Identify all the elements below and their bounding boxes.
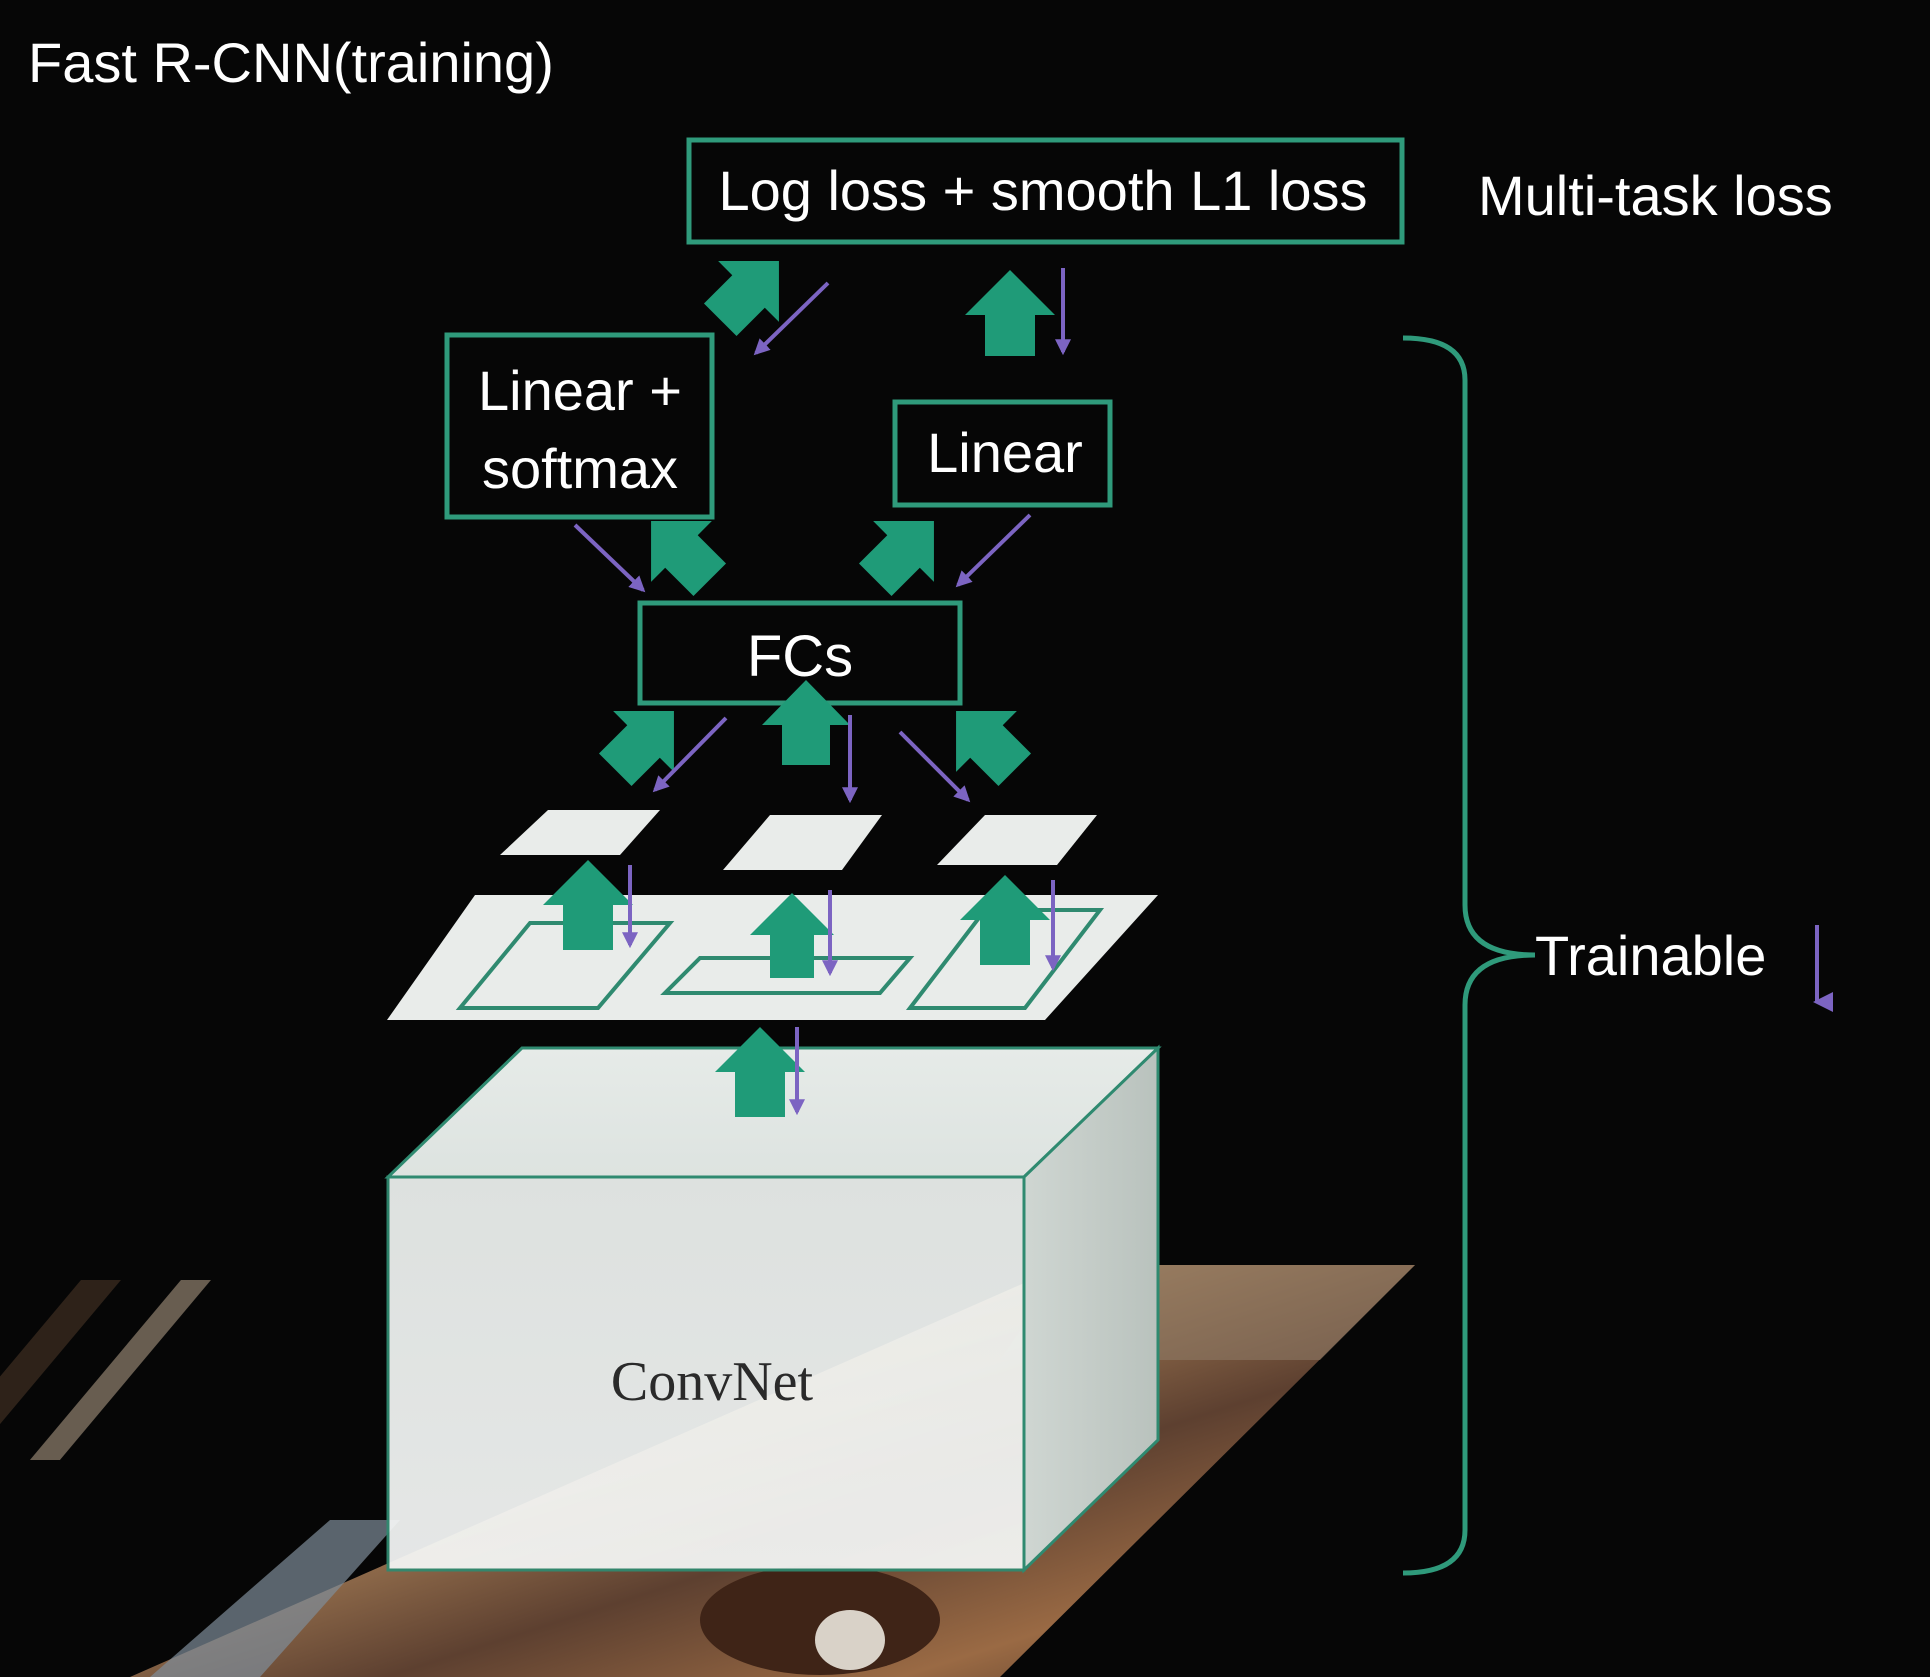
up-arrow-icon: [858, 521, 934, 597]
diagram-title: Fast R-CNN(training): [28, 31, 554, 94]
forward-arrows: [543, 261, 1055, 1117]
regressor-label: Linear: [927, 421, 1083, 484]
loss-box: Log loss + smooth L1 loss: [686, 137, 1405, 245]
up-arrow-icon: [965, 270, 1055, 356]
up-arrow-icon: [703, 261, 779, 337]
backward-arrows: [573, 268, 1071, 1116]
roi-left: [455, 921, 675, 1010]
trainable-bracket: [1402, 335, 1536, 1576]
down-arrow-icon: [955, 513, 1032, 588]
classifier-line2: softmax: [482, 437, 678, 500]
down-arrow-icon: [898, 730, 971, 803]
convnet-block: ConvNet: [384, 1044, 1162, 1574]
up-arrow-icon: [956, 711, 1032, 787]
convnet-label: ConvNet: [611, 1351, 814, 1413]
loss-label: Log loss + smooth L1 loss: [718, 159, 1367, 222]
down-arrow-icon: [573, 523, 646, 593]
fcs-label: FCs: [747, 624, 853, 689]
pooled-feature-middle: [723, 815, 882, 870]
down-arrow-icon: [753, 281, 830, 356]
up-arrow-icon: [715, 1027, 805, 1117]
up-arrow-icon: [762, 680, 850, 765]
up-arrow-icon: [750, 893, 834, 978]
pooled-feature-left: [500, 810, 660, 855]
roi-pooled-features: [500, 810, 1097, 870]
classifier-head: Linear + softmax: [444, 332, 715, 520]
multi-task-loss-label: Multi-task loss: [1478, 164, 1833, 227]
classifier-line1: Linear +: [478, 359, 682, 422]
trainable-label: Trainable: [1535, 924, 1766, 987]
up-arrow-icon: [651, 521, 727, 597]
up-arrow-icon: [598, 711, 674, 787]
roi-middle: [660, 956, 915, 995]
roi-right: [905, 908, 1105, 1010]
pooled-feature-right: [937, 815, 1097, 865]
down-arrow-icon: [652, 716, 728, 793]
up-arrow-icon: [960, 875, 1050, 965]
up-arrow-icon: [543, 860, 633, 950]
regressor-head: Linear: [892, 399, 1113, 508]
